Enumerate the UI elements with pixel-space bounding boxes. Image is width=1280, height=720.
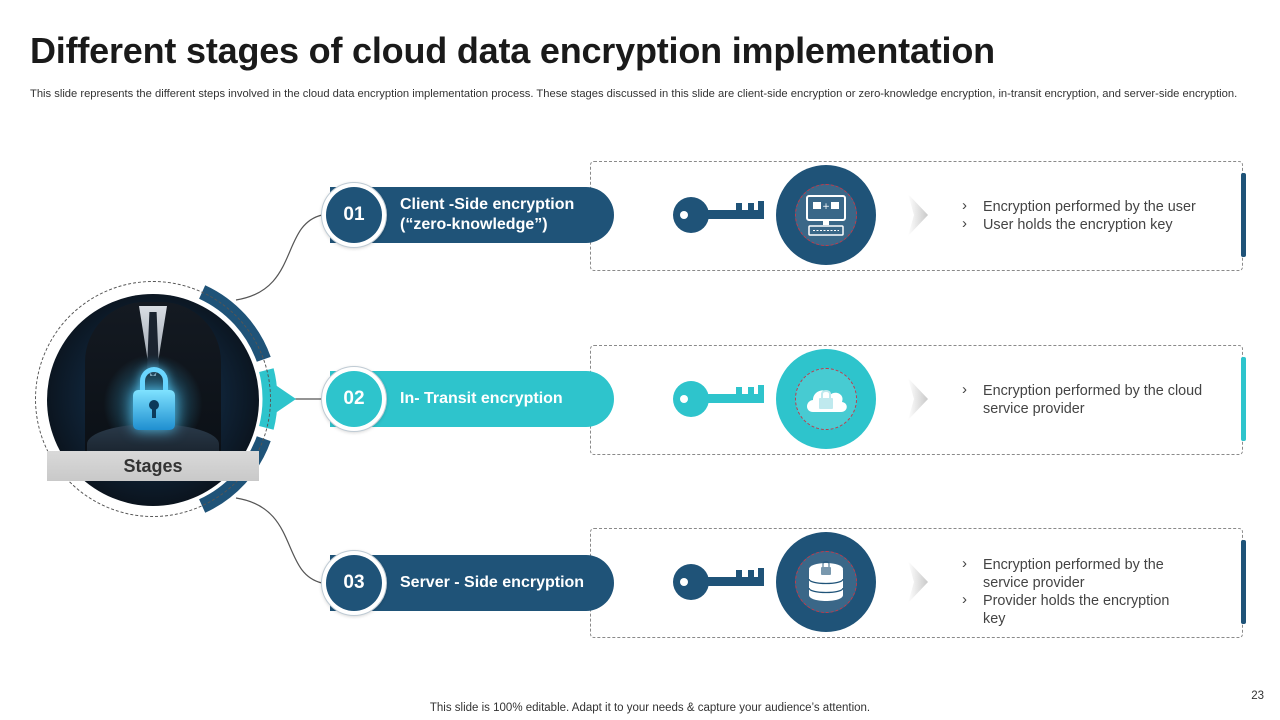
database-lock-icon [808, 561, 844, 601]
stage-02-edge-bar [1241, 357, 1246, 441]
chevron-right-icon [908, 194, 928, 236]
stage-02-bullet-1: Encryption performed by the cloud servic… [962, 381, 1227, 418]
stage-03-number-badge: 03 [321, 550, 387, 616]
page-number: 23 [1251, 690, 1264, 702]
stage-01-bullets: Encryption performed by the user User ho… [962, 197, 1232, 234]
connector-line-03 [235, 497, 323, 584]
stage-02-number-badge: 02 [321, 366, 387, 432]
stage-01-number: 01 [326, 187, 382, 243]
stage-01-edge-bar [1241, 173, 1246, 257]
stage-02-number: 02 [326, 371, 382, 427]
stage-03-bullet-2: Provider holds the encryption key [962, 591, 1192, 628]
arc-pointer-02 [274, 384, 296, 414]
stage-01-icon-circle: + [776, 165, 876, 265]
stage-01-bullet-2: User holds the encryption key [962, 215, 1232, 234]
stage-03-bullet-1: Encryption performed by the service prov… [962, 555, 1192, 592]
stage-02-icon-circle [776, 349, 876, 449]
page-title: Different stages of cloud data encryptio… [30, 30, 995, 71]
stage-03-edge-bar [1241, 540, 1246, 624]
cloud-lock-icon [807, 390, 847, 412]
stage-03-bullets: Encryption performed by the service prov… [962, 555, 1192, 628]
stage-01-bullet-1: Encryption performed by the user [962, 197, 1232, 216]
key-icon [673, 381, 764, 417]
connector-line-01 [235, 214, 323, 301]
stage-02-name-line1: In- Transit encryption [400, 390, 563, 407]
page-subtitle: This slide represents the different step… [30, 88, 1238, 100]
hub-label: Stages [47, 451, 259, 481]
stage-02-bullets: Encryption performed by the cloud servic… [962, 381, 1227, 418]
key-icon [673, 197, 764, 233]
stage-03-name-line1: Server - Side encryption [400, 574, 585, 591]
svg-text:+: + [822, 202, 830, 212]
padlock-icon [140, 367, 168, 401]
footer-text: This slide is 100% editable. Adapt it to… [429, 702, 871, 714]
key-icon [673, 564, 764, 600]
stage-01-name-line1: Client -Side encryption [400, 196, 575, 213]
stage-03-number: 03 [326, 555, 382, 611]
stage-03-icon-circle [776, 532, 876, 632]
computer-lock-icon: + [806, 195, 846, 236]
chevron-right-icon [908, 561, 928, 603]
chevron-right-icon [908, 378, 928, 420]
hub-outer-ring [35, 281, 271, 517]
footer-note: This slide is 100% editable. Adapt it to… [0, 702, 1280, 714]
stage-01-name-line2: (“zero-knowledge”) [400, 216, 548, 233]
stage-01-number-badge: 01 [321, 182, 387, 248]
